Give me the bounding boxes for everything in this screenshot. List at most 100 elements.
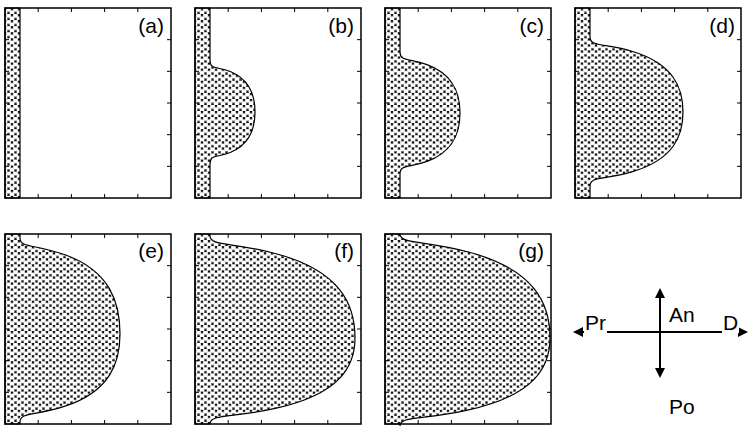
tick	[385, 103, 389, 104]
tick	[5, 71, 9, 72]
tick	[5, 265, 9, 266]
panel-frame	[575, 8, 741, 198]
simulation-panel	[385, 234, 551, 426]
tick	[195, 39, 199, 40]
tick	[385, 134, 389, 135]
axis-label: Po	[668, 396, 696, 417]
tick	[228, 8, 229, 12]
tick	[71, 420, 72, 424]
tick	[5, 39, 9, 40]
tick	[547, 329, 551, 330]
panel-label: (d)	[708, 15, 736, 36]
tick	[137, 8, 138, 12]
tick	[357, 360, 361, 361]
tick	[38, 234, 39, 238]
tick	[547, 134, 551, 135]
tick	[104, 8, 105, 12]
tissue-region	[385, 234, 550, 426]
tissue-region	[195, 234, 355, 424]
tick	[38, 420, 39, 424]
tick	[195, 360, 199, 361]
tick	[737, 166, 741, 167]
tick	[451, 8, 452, 12]
tissue-region	[575, 8, 683, 198]
tissue-region	[195, 8, 255, 198]
axis-compass	[575, 290, 746, 376]
tick	[608, 194, 609, 198]
tick	[5, 134, 9, 135]
axis-label: Pr	[584, 312, 607, 333]
tick	[327, 420, 328, 424]
tissue-region	[5, 234, 120, 424]
tick	[385, 166, 389, 167]
panel-label: (a)	[137, 15, 165, 36]
panel-label: (e)	[137, 240, 165, 261]
tick	[5, 392, 9, 393]
tick	[5, 297, 9, 298]
tick	[195, 392, 199, 393]
tick	[451, 420, 452, 424]
panel-label: (f)	[333, 240, 355, 261]
tick	[517, 420, 518, 424]
tick	[484, 234, 485, 238]
tick	[195, 103, 199, 104]
tick	[418, 234, 419, 238]
tick	[71, 194, 72, 198]
tick	[167, 392, 171, 393]
tick	[195, 329, 199, 330]
tick	[5, 166, 9, 167]
tick	[5, 329, 9, 330]
tick	[575, 166, 579, 167]
tick	[547, 39, 551, 40]
tick	[228, 194, 229, 198]
tick	[357, 39, 361, 40]
tick	[195, 297, 199, 298]
tick	[357, 166, 361, 167]
tick	[547, 71, 551, 72]
tick	[737, 71, 741, 72]
tick	[517, 194, 518, 198]
tick	[385, 39, 389, 40]
tick	[195, 71, 199, 72]
panel-frame	[385, 8, 551, 198]
tick	[5, 360, 9, 361]
tick	[167, 297, 171, 298]
tick	[547, 265, 551, 266]
tick	[357, 71, 361, 72]
tick	[641, 194, 642, 198]
tick	[167, 329, 171, 330]
tick	[575, 134, 579, 135]
tick	[228, 234, 229, 238]
tick	[294, 234, 295, 238]
tick	[195, 265, 199, 266]
tick	[71, 234, 72, 238]
tick	[294, 194, 295, 198]
tissue-region	[5, 8, 20, 198]
tick	[195, 134, 199, 135]
tick	[71, 8, 72, 12]
tick	[547, 297, 551, 298]
tick	[261, 420, 262, 424]
tick	[385, 265, 389, 266]
panel-label: (b)	[327, 15, 355, 36]
tick	[294, 8, 295, 12]
tick	[385, 297, 389, 298]
tick	[418, 194, 419, 198]
tick	[385, 71, 389, 72]
tick	[228, 420, 229, 424]
tick	[357, 134, 361, 135]
tick	[38, 194, 39, 198]
tick	[167, 265, 171, 266]
tick	[167, 134, 171, 135]
simulation-panel	[385, 8, 551, 198]
tick	[261, 8, 262, 12]
panel-frame	[195, 8, 361, 198]
tick	[327, 234, 328, 238]
tick	[737, 103, 741, 104]
tick	[451, 234, 452, 238]
tick	[137, 234, 138, 238]
simulation-panel	[195, 234, 361, 424]
tick	[484, 194, 485, 198]
tick	[104, 420, 105, 424]
